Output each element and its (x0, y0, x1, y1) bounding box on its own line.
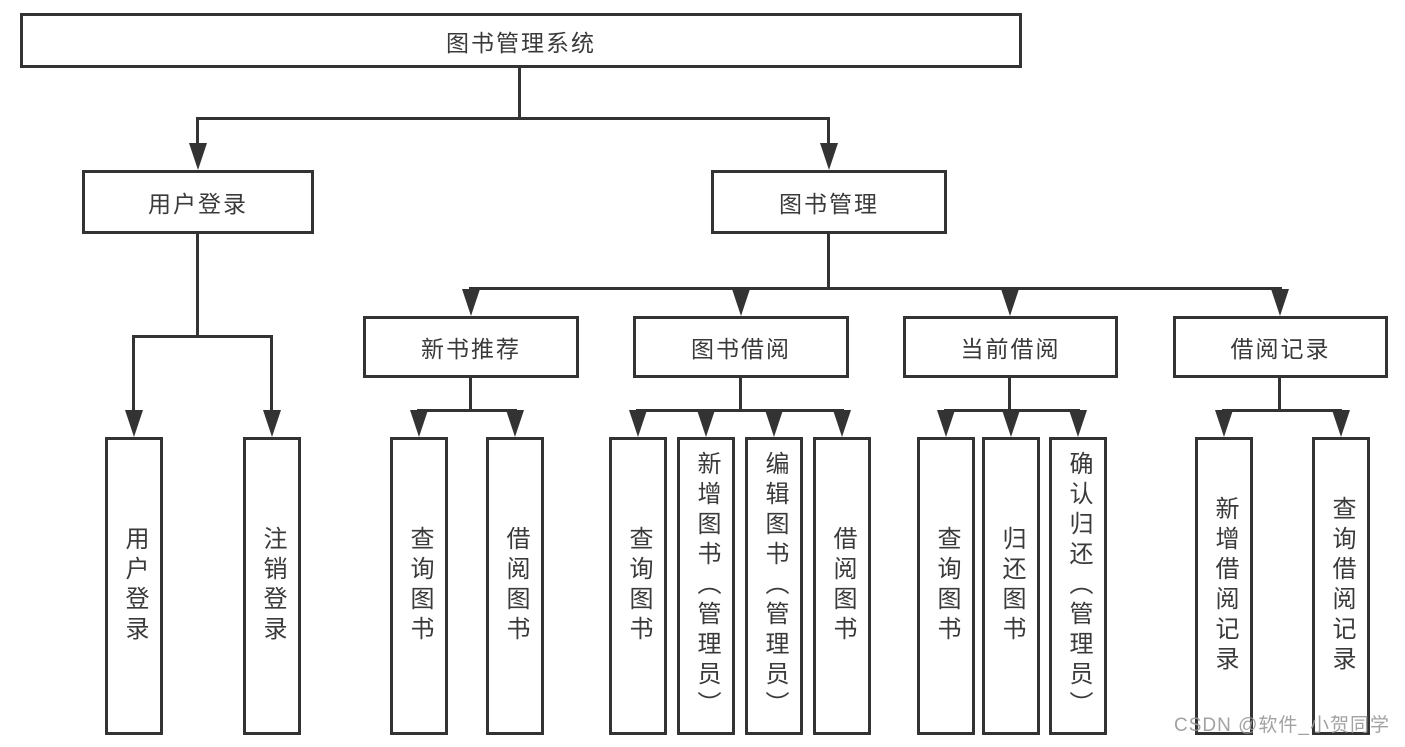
node-add-book-admin: 新增图书（管理员） (677, 437, 735, 735)
connector-segment (636, 409, 844, 412)
node-label: 用户登录 (121, 526, 148, 646)
node-label: 查询借阅记录 (1328, 496, 1355, 676)
node-label: 编辑图书（管理员） (761, 451, 788, 721)
node-label: 确认归还（管理员） (1065, 451, 1092, 721)
connector-segment (1278, 378, 1281, 411)
arrow-down-icon (833, 410, 851, 437)
node-logout: 注销登录 (243, 437, 301, 735)
node-label: 新增图书（管理员） (693, 451, 720, 721)
node-label: 图书管理 (779, 191, 879, 217)
arrow-down-icon (1271, 289, 1289, 316)
arrow-down-icon (263, 410, 281, 437)
node-label: 查询图书 (406, 526, 433, 646)
connector-segment (417, 409, 517, 412)
arrow-down-icon (629, 410, 647, 437)
node-user-login: 用户登录 (82, 170, 314, 234)
node-label: 查询图书 (933, 526, 960, 646)
arrow-down-icon (189, 143, 207, 170)
arrow-down-icon (1002, 410, 1020, 437)
connector-segment (270, 335, 273, 413)
connector-segment (1222, 409, 1342, 412)
arrow-down-icon (732, 289, 750, 316)
node-label: 图书管理系统 (446, 29, 596, 56)
node-label: 新书推荐 (421, 336, 521, 362)
connector-segment (132, 335, 273, 338)
node-label: 借阅图书 (502, 526, 529, 646)
arrow-down-icon (1069, 410, 1087, 437)
connector-segment (827, 117, 830, 145)
node-query-books-borrow: 查询图书 (609, 437, 667, 735)
node-current-borrow: 当前借阅 (903, 316, 1118, 378)
node-label: 新增借阅记录 (1211, 496, 1238, 676)
arrow-down-icon (1215, 410, 1233, 437)
node-label: 图书借阅 (691, 336, 791, 362)
node-borrow-books-leaf: 借阅图书 (813, 437, 871, 735)
connector-segment (196, 117, 199, 145)
node-borrow-books-recommend: 借阅图书 (486, 437, 544, 735)
node-confirm-return-admin: 确认归还（管理员） (1049, 437, 1107, 735)
node-book-management: 图书管理 (711, 170, 947, 234)
node-label: 查询图书 (625, 526, 652, 646)
node-label: 用户登录 (148, 191, 248, 217)
node-return-book: 归还图书 (982, 437, 1040, 735)
node-label: 归还图书 (998, 526, 1025, 646)
node-add-borrow-record: 新增借阅记录 (1195, 437, 1253, 735)
arrow-down-icon (506, 410, 524, 437)
node-label: 借阅图书 (829, 526, 856, 646)
node-label: 注销登录 (259, 526, 286, 646)
arrow-down-icon (1001, 289, 1019, 316)
node-query-borrow-record: 查询借阅记录 (1312, 437, 1370, 735)
arrow-down-icon (125, 410, 143, 437)
node-library-management-system: 图书管理系统 (20, 13, 1022, 68)
watermark: CSDN @软件_小贺同学 (1174, 715, 1390, 736)
arrow-down-icon (820, 143, 838, 170)
node-query-books-current: 查询图书 (917, 437, 975, 735)
connector-segment (196, 117, 830, 120)
connector-segment (196, 234, 199, 337)
node-new-book-recommend: 新书推荐 (363, 316, 579, 378)
connector-segment (469, 378, 472, 411)
arrow-down-icon (410, 410, 428, 437)
arrow-down-icon (462, 289, 480, 316)
connector-segment (132, 335, 135, 413)
connector-segment (518, 68, 521, 120)
arrow-down-icon (1332, 410, 1350, 437)
node-borrow-records: 借阅记录 (1173, 316, 1388, 378)
connector-segment (469, 287, 1282, 290)
connector-segment (739, 378, 742, 411)
node-label: 借阅记录 (1230, 336, 1331, 362)
node-edit-book-admin: 编辑图书（管理员） (745, 437, 803, 735)
arrow-down-icon (765, 410, 783, 437)
connector-segment (1008, 378, 1011, 411)
arrow-down-icon (697, 410, 715, 437)
connector-segment (827, 234, 830, 289)
node-label: 当前借阅 (960, 336, 1061, 362)
arrow-down-icon (937, 410, 955, 437)
node-query-books-recommend: 查询图书 (390, 437, 448, 735)
node-book-borrow: 图书借阅 (633, 316, 849, 378)
node-user-login-leaf: 用户登录 (105, 437, 163, 735)
